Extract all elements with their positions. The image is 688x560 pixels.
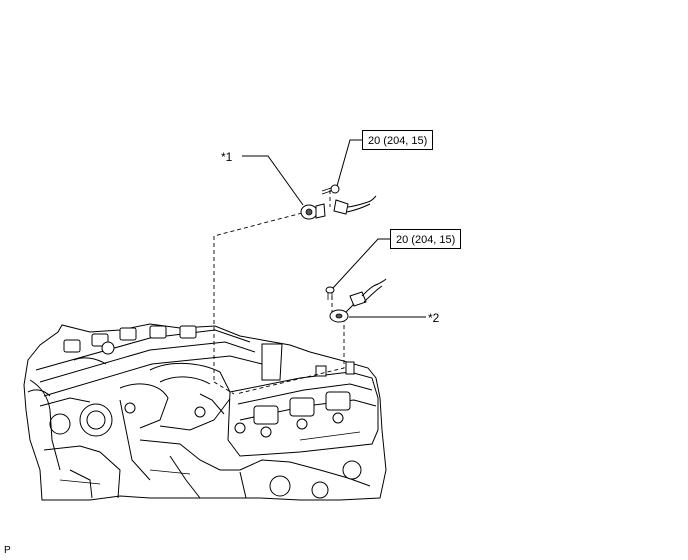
leader-lines [242, 139, 426, 318]
knock-sensor-1 [300, 195, 377, 220]
bolt-1 [321, 184, 340, 195]
torque-spec-upper: 20 (204, 15) [362, 130, 434, 150]
bolt-2 [325, 286, 335, 300]
engine-block [23, 323, 387, 501]
knock-sensor-2 [329, 278, 387, 323]
callout-knock-sensor-1: *1 [221, 150, 233, 164]
figure-code: P [4, 545, 11, 556]
callout-knock-sensor-2: *2 [428, 311, 440, 325]
torque-spec-lower: 20 (204, 15) [390, 229, 462, 249]
